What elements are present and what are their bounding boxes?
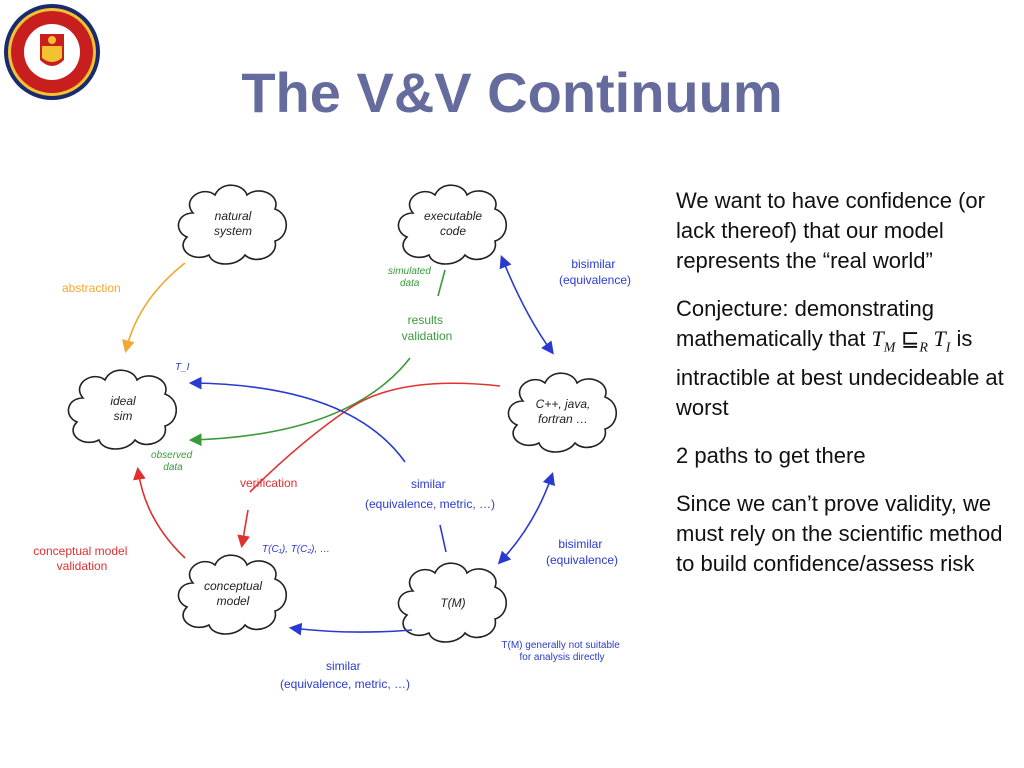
tc-label: T(C₁), T(C₂), …: [262, 544, 330, 555]
results-validation-label: results validation: [402, 313, 453, 343]
similar-bottom-arrow: [288, 622, 413, 636]
similar-bottom-label: similar (equivalence, metric, …): [280, 659, 410, 691]
conceptual-model-node: conceptual model: [177, 554, 288, 635]
executable-code-node: executable code: [397, 184, 508, 265]
observed-data-label: observed data: [151, 450, 195, 473]
vv-continuum-diagram: natural system executable code ideal sim…: [33, 184, 631, 691]
svg-text:model: model: [217, 594, 250, 608]
marine-corps-seal-logo: [4, 4, 100, 100]
svg-text:C++, java,: C++, java,: [536, 397, 591, 411]
verification-arrow: [249, 382, 501, 493]
languages-node: C++, java, fortran …: [507, 372, 618, 453]
conceptual-model-validation-label: conceptual model validation: [33, 544, 130, 573]
bisimilar-top-arrow: [499, 255, 554, 355]
svg-text:ideal: ideal: [110, 394, 136, 408]
conceptual-model-validation-arrow: [132, 466, 186, 559]
bisimilar-bottom-arrow: [497, 471, 555, 565]
ideal-sim-node: ideal sim: [67, 369, 178, 450]
svg-text:natural: natural: [215, 209, 252, 223]
svg-text:executable: executable: [424, 209, 482, 223]
verification-label: verification: [240, 476, 297, 490]
formula-tm-refines-ti: TM ⊑R TI: [871, 326, 951, 356]
bullet-conjecture: Conjecture: demonstrating mathematically…: [676, 296, 1004, 421]
abstraction-arrow: [122, 262, 186, 354]
svg-text:conceptual: conceptual: [204, 579, 262, 593]
bullet-confidence: We want to have confidence (or lack ther…: [676, 188, 985, 273]
simulated-data-line: [437, 269, 446, 297]
bisimilar-top-label: bisimilar (equivalence): [559, 257, 631, 287]
svg-text:system: system: [214, 224, 252, 238]
natural-system-node: natural system: [177, 184, 288, 265]
svg-text:code: code: [440, 224, 466, 238]
simulated-data-label: simulated data: [388, 266, 434, 289]
bullet-text-block: We want to have confidence (or lack ther…: [676, 186, 1016, 597]
bullet-two-paths: 2 paths to get there: [676, 443, 866, 469]
similar-mid-tail: [439, 524, 447, 553]
svg-text:T(M): T(M): [440, 596, 465, 610]
t-i-label: T_I: [175, 362, 190, 373]
slide-title: The V&V Continuum: [241, 61, 783, 124]
svg-text:fortran …: fortran …: [538, 412, 588, 426]
bullet-scientific-method: Since we can’t prove validity, we must r…: [676, 491, 1003, 577]
bisimilar-bottom-label: bisimilar (equivalence): [546, 537, 618, 567]
similar-mid-label: similar (equivalence, metric, …): [365, 477, 495, 511]
abstraction-label: abstraction: [62, 281, 121, 295]
svg-text:sim: sim: [114, 409, 133, 423]
verification-arrow-head: [237, 509, 250, 549]
results-validation-arrow: [188, 357, 411, 447]
similar-mid-arrow: [188, 376, 406, 463]
tm-node: T(M): [397, 562, 508, 643]
tm-note-label: T(M) generally not suitable for analysis…: [501, 640, 622, 663]
